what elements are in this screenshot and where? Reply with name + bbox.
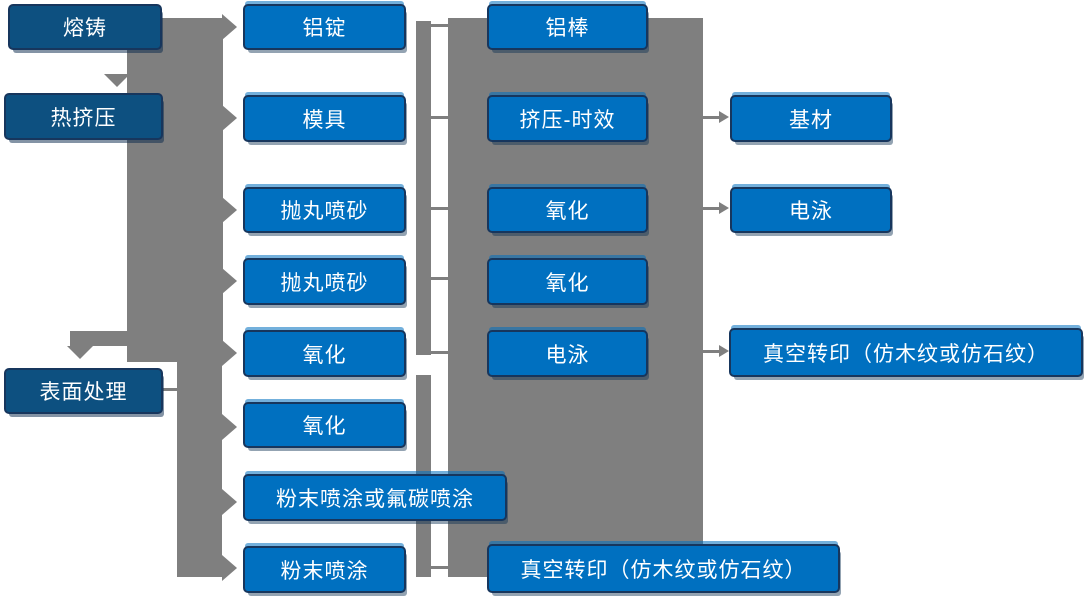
node-melting-casting: 熔铸 <box>8 4 162 50</box>
thin-arrow-line-to-base-material <box>703 116 719 119</box>
node-electrophoresis-2: 电泳 <box>730 187 892 233</box>
node-vacuum-transfer-right: 真空转印（仿木纹或仿石纹） <box>729 328 1083 377</box>
node-surface-treatment: 表面处理 <box>4 368 163 414</box>
node-oxidation-4: 氧化 <box>487 258 648 305</box>
arrowhead-to-aluminum-ingot <box>222 14 237 40</box>
node-powder-or-fluorocarbon: 粉末喷涂或氟碳喷涂 <box>243 474 507 521</box>
node-oxidation-2: 氧化 <box>243 402 406 448</box>
down-arrowhead-to-hot-extrusion <box>104 74 130 87</box>
thin-arrowhead-to-vacuum-transfer <box>719 345 729 357</box>
bar-tick-1 <box>431 24 448 27</box>
thin-arrow-line-to-vacuum-transfer <box>703 350 719 353</box>
node-aluminum-ingot: 铝锭 <box>243 4 406 50</box>
node-powder-coating: 粉末喷涂 <box>243 546 406 593</box>
arrowhead-to-mold <box>222 105 237 131</box>
thin-arrow-line-to-electrophoresis <box>703 207 719 210</box>
arrowhead-to-powder-or-fluorocarbon <box>222 489 237 515</box>
node-extrusion-aging: 挤压-时效 <box>487 95 648 142</box>
bar-tick-2 <box>431 116 448 119</box>
arrowhead-to-shot-blasting-1 <box>222 197 237 223</box>
left-flow-band <box>127 18 223 362</box>
left-flow-band-extension <box>70 331 127 346</box>
node-electrophoresis-1: 电泳 <box>487 330 648 377</box>
bar-tick-6 <box>431 566 448 569</box>
thin-arrowhead-to-base-material <box>719 111 729 123</box>
surface-treatment-stub-line <box>163 388 177 391</box>
node-shot-blasting-2: 抛丸喷砂 <box>243 258 406 305</box>
node-aluminum-rod: 铝棒 <box>487 4 648 50</box>
bar-tick-5 <box>431 351 448 354</box>
arrowhead-to-shot-blasting-2 <box>222 268 237 294</box>
node-oxidation-3: 氧化 <box>487 187 648 233</box>
node-base-material: 基材 <box>730 95 892 142</box>
node-hot-extrusion: 热挤压 <box>4 93 163 140</box>
arrowhead-to-powder-coating <box>222 555 237 581</box>
arrowhead-to-oxidation-2 <box>222 414 237 440</box>
surface-flow-band <box>177 355 222 577</box>
node-mold: 模具 <box>243 95 406 142</box>
down-arrowhead-to-surface-treatment <box>67 346 93 359</box>
middle-vertical-bar-upper <box>416 21 431 355</box>
arrowhead-to-oxidation-1 <box>222 340 237 366</box>
node-vacuum-transfer-bottom: 真空转印（仿木纹或仿石纹） <box>487 544 840 593</box>
bar-tick-4 <box>431 277 448 280</box>
node-shot-blasting-1: 抛丸喷砂 <box>243 187 406 233</box>
thin-arrowhead-to-electrophoresis <box>719 202 729 214</box>
node-oxidation-1: 氧化 <box>243 330 406 377</box>
bar-tick-3 <box>431 207 448 210</box>
